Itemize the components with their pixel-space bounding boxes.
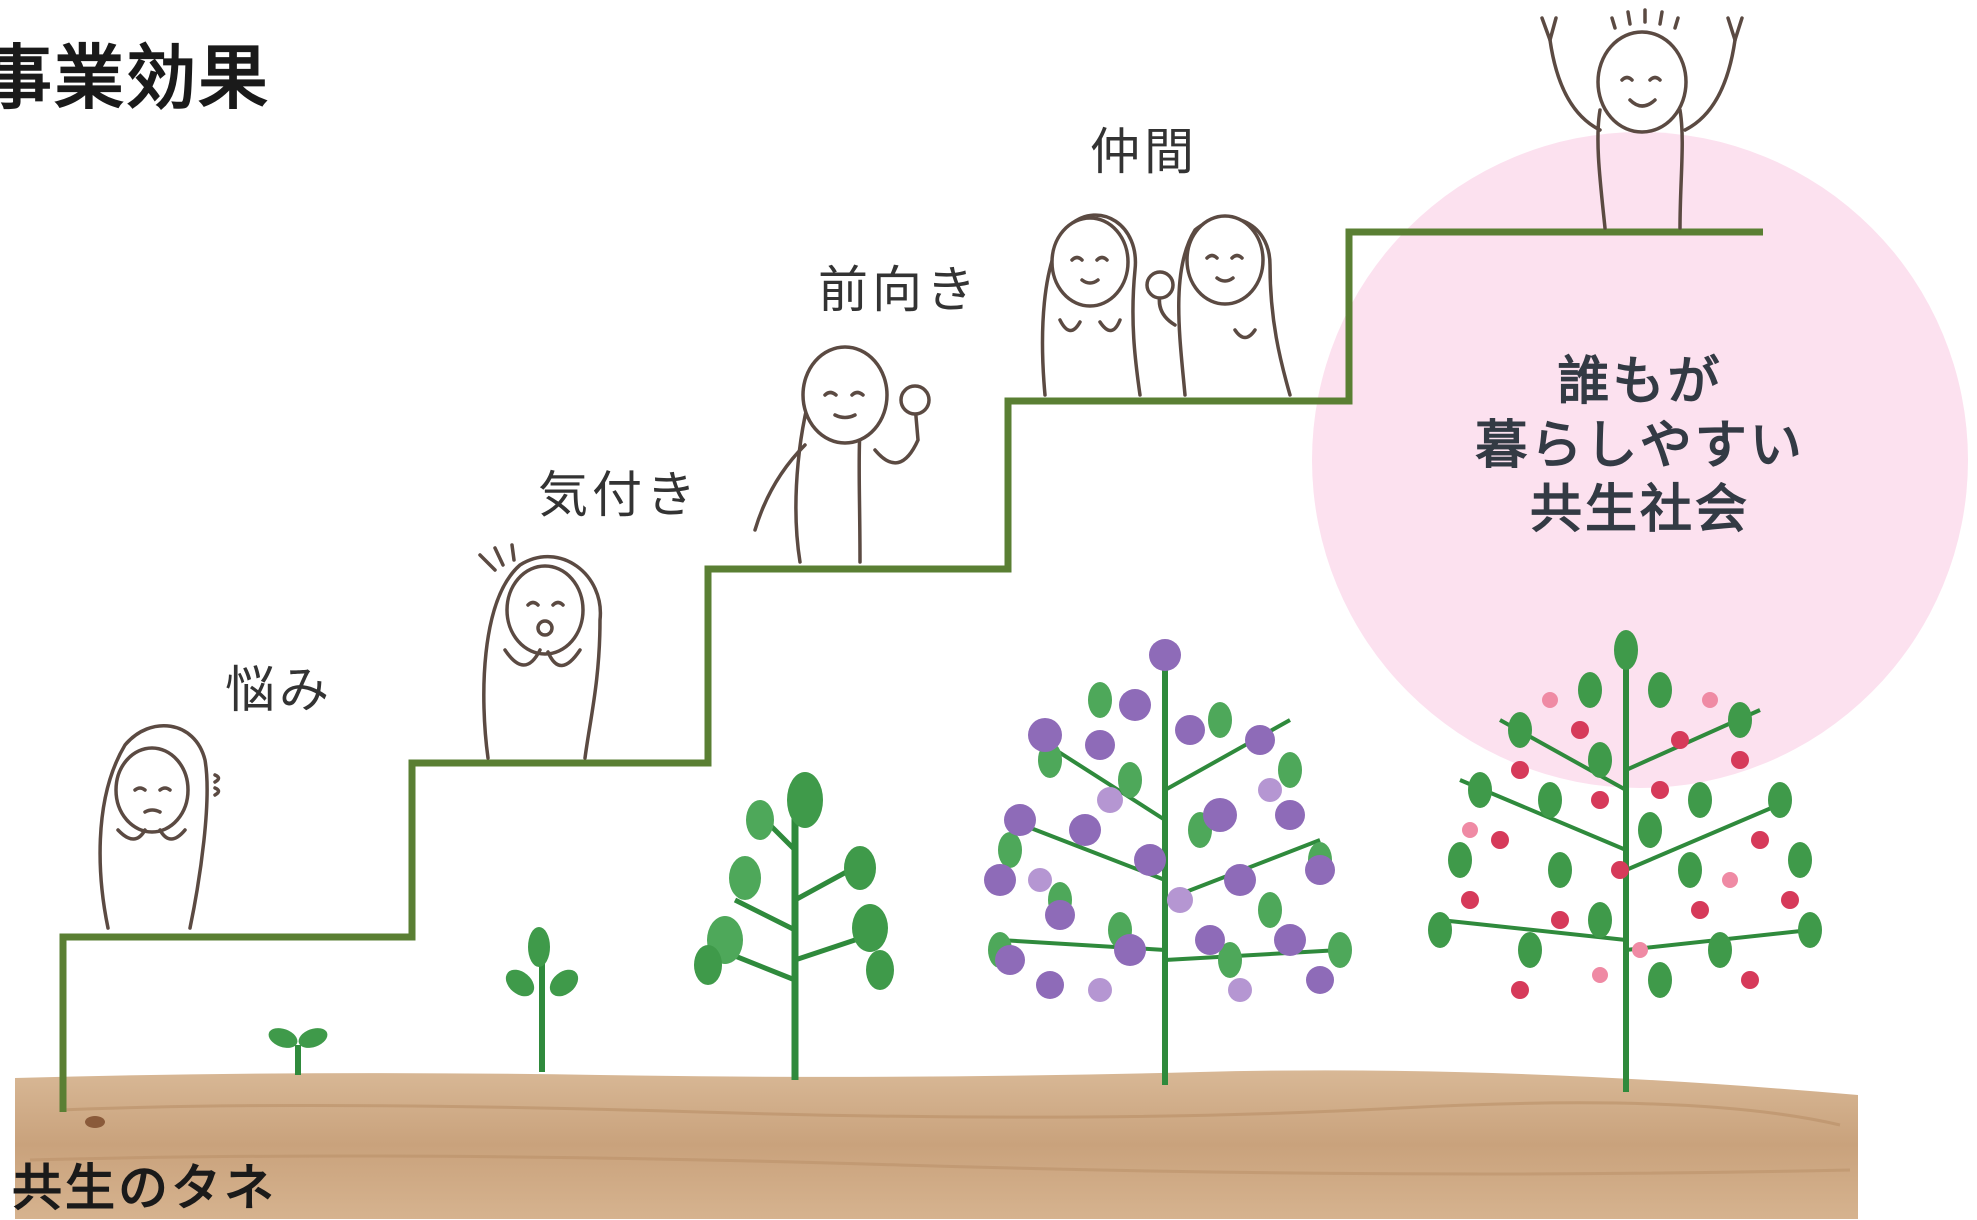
goal-text: 誰もが 暮らしやすい 共生社会 [1440, 350, 1840, 542]
soil-texture [59, 1101, 1841, 1127]
person-worried [98, 723, 221, 930]
person-surprised [478, 543, 603, 760]
person-celebrating [1540, 8, 1744, 230]
person-friend-left [1040, 213, 1142, 397]
person-friend-right [1145, 214, 1292, 397]
soil-seed [85, 1116, 105, 1128]
plant-seedling [505, 927, 579, 1072]
plant-berry-tree [1428, 630, 1822, 1092]
goal-line-3: 共生社会 [1529, 480, 1750, 540]
soil [15, 1070, 1858, 1219]
goal-line-2: 暮らしやすい [1475, 416, 1805, 476]
soil-texture [29, 1154, 1851, 1176]
page-title: 事業効果 [0, 37, 270, 119]
ground-label: 共生のタネ [12, 1159, 277, 1217]
step-label-awareness: 気付き [538, 466, 700, 524]
step-label-worry: 悩み [225, 661, 333, 719]
step-label-positive: 前向き [818, 261, 980, 319]
goal-circle [1312, 132, 1968, 788]
person-determined [753, 345, 931, 564]
goal-line-1: 誰もが [1557, 352, 1723, 412]
plant-young [694, 772, 894, 1080]
stairs [59, 228, 1763, 1112]
step-label-companions: 仲間 [1090, 123, 1198, 181]
plant-flowering-bush [984, 639, 1352, 1085]
plant-sprout [268, 1028, 328, 1075]
